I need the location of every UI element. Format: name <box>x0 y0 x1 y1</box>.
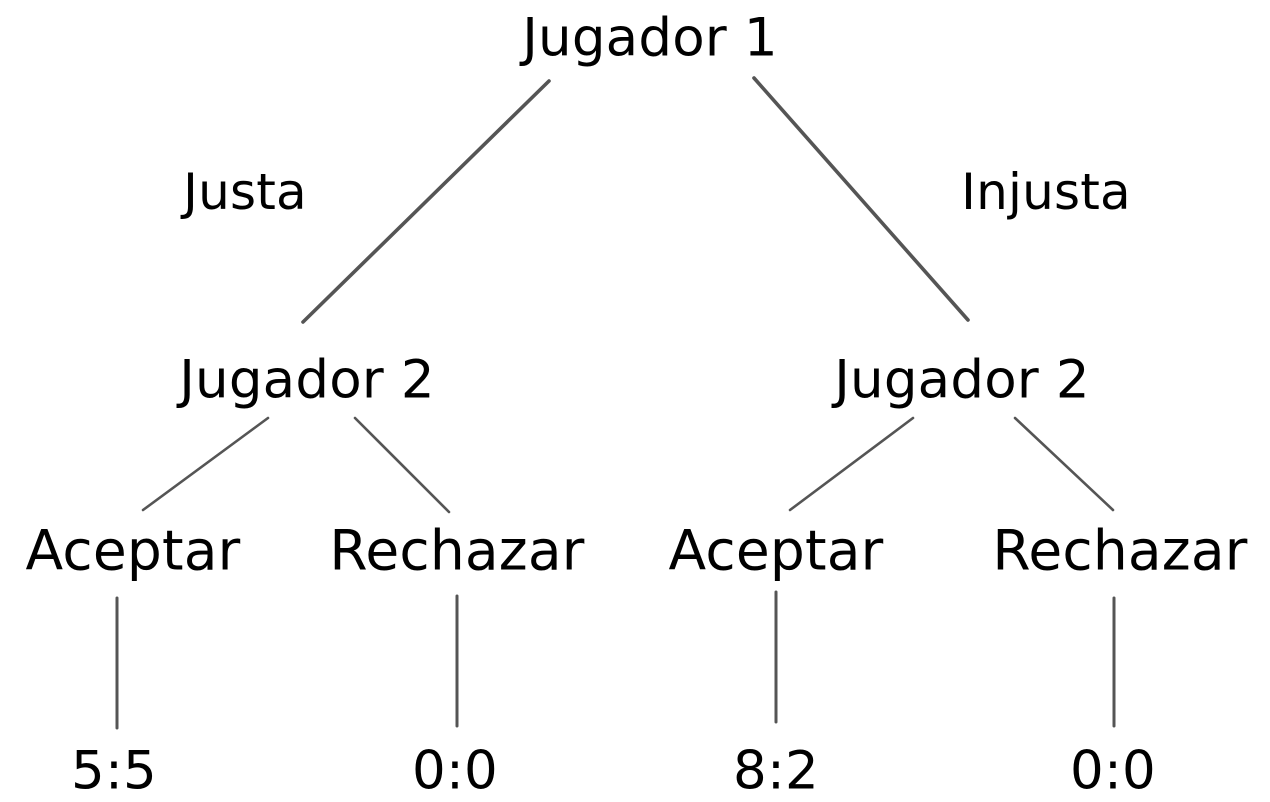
edge-p2left-to-rechazar <box>353 416 451 514</box>
edge-p2left-to-aceptar <box>141 416 270 512</box>
action-label-rechazar-left: Rechazar <box>329 518 585 583</box>
edge-root-to-player2-right <box>752 76 970 322</box>
node-player2-right: Jugador 2 <box>834 349 1090 411</box>
branch-label-justa: Justa <box>183 163 307 221</box>
edge-p2right-to-rechazar <box>1013 416 1115 512</box>
payoff-aceptar-injusta: 8:2 <box>733 740 819 802</box>
action-label-aceptar-left: Aceptar <box>25 518 241 583</box>
branch-label-injusta: Injusta <box>961 163 1131 221</box>
payoff-aceptar-justa: 5:5 <box>71 740 157 802</box>
action-label-aceptar-right: Aceptar <box>668 518 884 583</box>
node-player2-left: Jugador 2 <box>179 349 435 411</box>
payoff-rechazar-injusta: 0:0 <box>1070 740 1156 802</box>
edge-p2right-to-aceptar <box>788 416 915 512</box>
action-label-rechazar-right: Rechazar <box>992 518 1248 583</box>
node-player1-root: Jugador 1 <box>522 7 778 69</box>
payoff-rechazar-justa: 0:0 <box>412 740 498 802</box>
edge-root-to-player2-left <box>301 79 551 324</box>
